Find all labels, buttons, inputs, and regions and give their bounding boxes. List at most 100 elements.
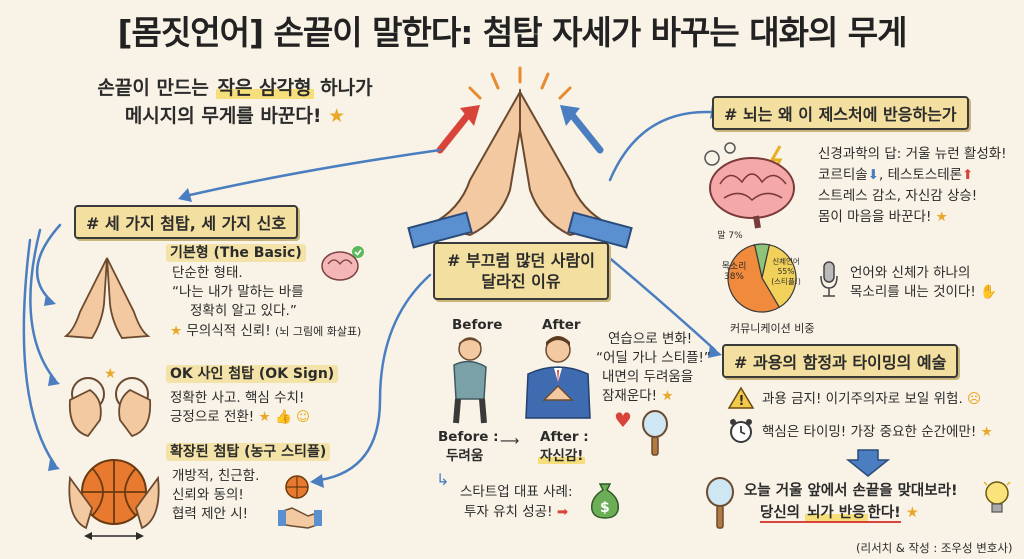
credit: (리서치 & 작성 : 조우성 변호사) <box>856 541 1013 555</box>
right-bottom-banner: # 과용의 함정과 타이밍의 예술 <box>722 344 959 378</box>
money-bag-icon: $ <box>590 483 620 519</box>
small-brain-icon <box>321 246 364 281</box>
after-caption1: After : <box>540 429 589 445</box>
final-highlight: 뇌가 반응 <box>805 505 868 521</box>
practice-line4-text: 잠재운다! <box>602 388 658 404</box>
extended-line2: 신뢰와 동의! <box>172 487 244 503</box>
basic-line3: 정확히 알고 있다.” <box>190 303 297 319</box>
pie-label-0: 말 7% <box>717 229 743 241</box>
smiley-icon: ☺ <box>296 409 311 425</box>
star-icon: ★ <box>170 323 183 339</box>
ok-line2-text: 긍정으로 전환! <box>170 409 255 425</box>
startup-line2-text: 투자 유치 성공! <box>464 504 553 520</box>
subtitle-text: 메시지의 무게를 바꾼다! <box>124 105 322 127</box>
ok-title-text: OK 사인 첨탑 (OK Sign) <box>166 365 339 383</box>
extended-line1: 개방적, 친근함. <box>172 468 260 484</box>
rt-line4-text: 몸이 마음을 바꾼다! <box>818 209 932 225</box>
star-icon: ★ <box>328 105 346 127</box>
practice-line4: 잠재운다! ★ <box>602 387 674 406</box>
subtitle-text: 하나가 <box>313 77 373 99</box>
startup-line1: 스타트업 대표 사례: <box>460 484 573 500</box>
lightbulb-icon <box>983 481 1011 513</box>
down-block-arrow-icon <box>845 449 891 477</box>
svg-text:$: $ <box>600 500 610 516</box>
right-top-banner: # 뇌는 왜 이 제스처에 반응하는가 <box>712 96 969 130</box>
waving-hand-icon: ✋ <box>980 284 997 300</box>
after-caption2-text: 자신감! <box>538 448 586 464</box>
warning-icon: ! <box>727 386 755 409</box>
subtitle-text: 손끝이 만드는 <box>97 77 216 99</box>
left-section-banner: # 세 가지 첨탑, 세 가지 신호 <box>74 205 299 239</box>
rt-line3: 스트레스 감소, 자신감 상승! <box>818 188 978 204</box>
pie-caption: 커뮤니케이션 비중 <box>730 322 815 335</box>
basic-trust-text: 무의식적 신뢰! <box>186 323 271 339</box>
basic-line4: ★ 무의식적 신뢰! (뇌 그림에 화살표) <box>170 322 361 341</box>
subtitle-highlight: 작은 삼각형 <box>215 77 314 99</box>
curved-arrow-icon: ↳ <box>436 470 450 489</box>
hand-mirror-icon <box>642 410 668 456</box>
after-label: After <box>542 317 581 333</box>
after-person-illustration <box>525 336 591 419</box>
basic-steeple-icon <box>63 257 151 339</box>
timing-line: 핵심은 타이밍! 가장 중요한 순간에만! ★ <box>762 423 993 442</box>
svg-text:!: ! <box>739 394 745 409</box>
ok-line1: 정확한 사고. 핵심 수치! <box>170 390 305 406</box>
voice-line1: 언어와 신체가 하나의 <box>850 265 971 281</box>
before-label: Before <box>452 317 503 333</box>
svg-text:★: ★ <box>104 366 117 382</box>
big-brain-illustration <box>704 142 795 229</box>
star-icon: ★ <box>905 505 919 521</box>
worried-face-icon: ☹ <box>967 391 982 407</box>
extended-title: 확장된 첨탑 (농구 스티플) <box>166 443 331 462</box>
ok-title: OK 사인 첨탑 (OK Sign) <box>166 365 339 384</box>
basic-line2: “나는 내가 말하는 바를 <box>172 284 304 300</box>
alarm-clock-icon <box>730 419 752 443</box>
basic-line1: 단순한 형태. <box>172 265 243 281</box>
right-arrow-icon: ➡ <box>556 504 569 520</box>
final-pre: 당신의 <box>760 505 806 521</box>
voice-line2-text: 목소리를 내는 것이다! <box>850 284 976 300</box>
before-caption2: 두려움 <box>446 448 484 464</box>
basic-title: 기본형 (The Basic) <box>166 244 306 263</box>
basketball-steeple-icon <box>68 459 160 540</box>
final-post: 한다! <box>867 505 901 521</box>
heart-icon: ♥ <box>614 408 632 432</box>
voice-line2: 목소리를 내는 것이다! ✋ <box>850 283 997 302</box>
warn-line: 과용 금지! 이기주의자로 보일 위험. ☹ <box>762 390 981 409</box>
ok-line2: 긍정으로 전환! ★ 👍 ☺ <box>170 408 310 427</box>
startup-line2: 투자 유치 성공! ➡ <box>464 503 568 522</box>
down-arrow-icon: ⬇ <box>867 167 879 183</box>
star-icon: ★ <box>258 409 271 425</box>
extended-title-text: 확장된 첨탑 (농구 스티플) <box>166 443 331 461</box>
cortisol-text: 코르티솔 <box>818 167 868 183</box>
center-banner-line1: # 부끄럼 많던 사람이 <box>447 251 595 270</box>
before-person-illustration <box>453 337 487 424</box>
before-caption1: Before : <box>438 429 499 445</box>
mirror-icon <box>706 477 734 529</box>
final-line1: 오늘 거울 앞에서 손끝을 맞대보라! <box>744 483 958 499</box>
rt-line1: 신경과학의 답: 거울 뉴런 활성화! <box>818 146 1007 162</box>
practice-line2: “어딜 가나 스티플!” <box>596 350 711 366</box>
basic-title-text: 기본형 (The Basic) <box>166 244 306 262</box>
center-banner-line2: 달라진 이유 <box>481 272 561 291</box>
up-arrow-icon: ⬆ <box>962 167 974 183</box>
testosterone-text: , 테스토스테론 <box>879 167 963 183</box>
extended-line3: 협력 제안 시! <box>172 506 249 522</box>
timing-text: 핵심은 타이밍! 가장 중요한 순간에만! <box>762 424 977 440</box>
warn-text: 과용 금지! 이기주의자로 보일 위험. <box>762 391 963 407</box>
microphone-icon <box>820 261 838 297</box>
handshake-icon <box>278 507 322 529</box>
basketball-icon <box>285 475 309 499</box>
star-icon: ★ <box>935 209 948 225</box>
after-caption2: 자신감! <box>538 447 586 466</box>
basic-note: (뇌 그림에 화살표) <box>274 325 362 338</box>
rt-line2: 코르티솔⬇, 테스토스테론⬆ <box>818 166 973 185</box>
practice-line1: 연습으로 변화! <box>608 331 693 347</box>
rt-line4: 몸이 마음을 바꾼다! ★ <box>818 208 948 227</box>
page-title: [몸짓언어] 손끝이 말한다: 첨탑 자세가 바꾸는 대화의 무게 <box>117 13 907 52</box>
